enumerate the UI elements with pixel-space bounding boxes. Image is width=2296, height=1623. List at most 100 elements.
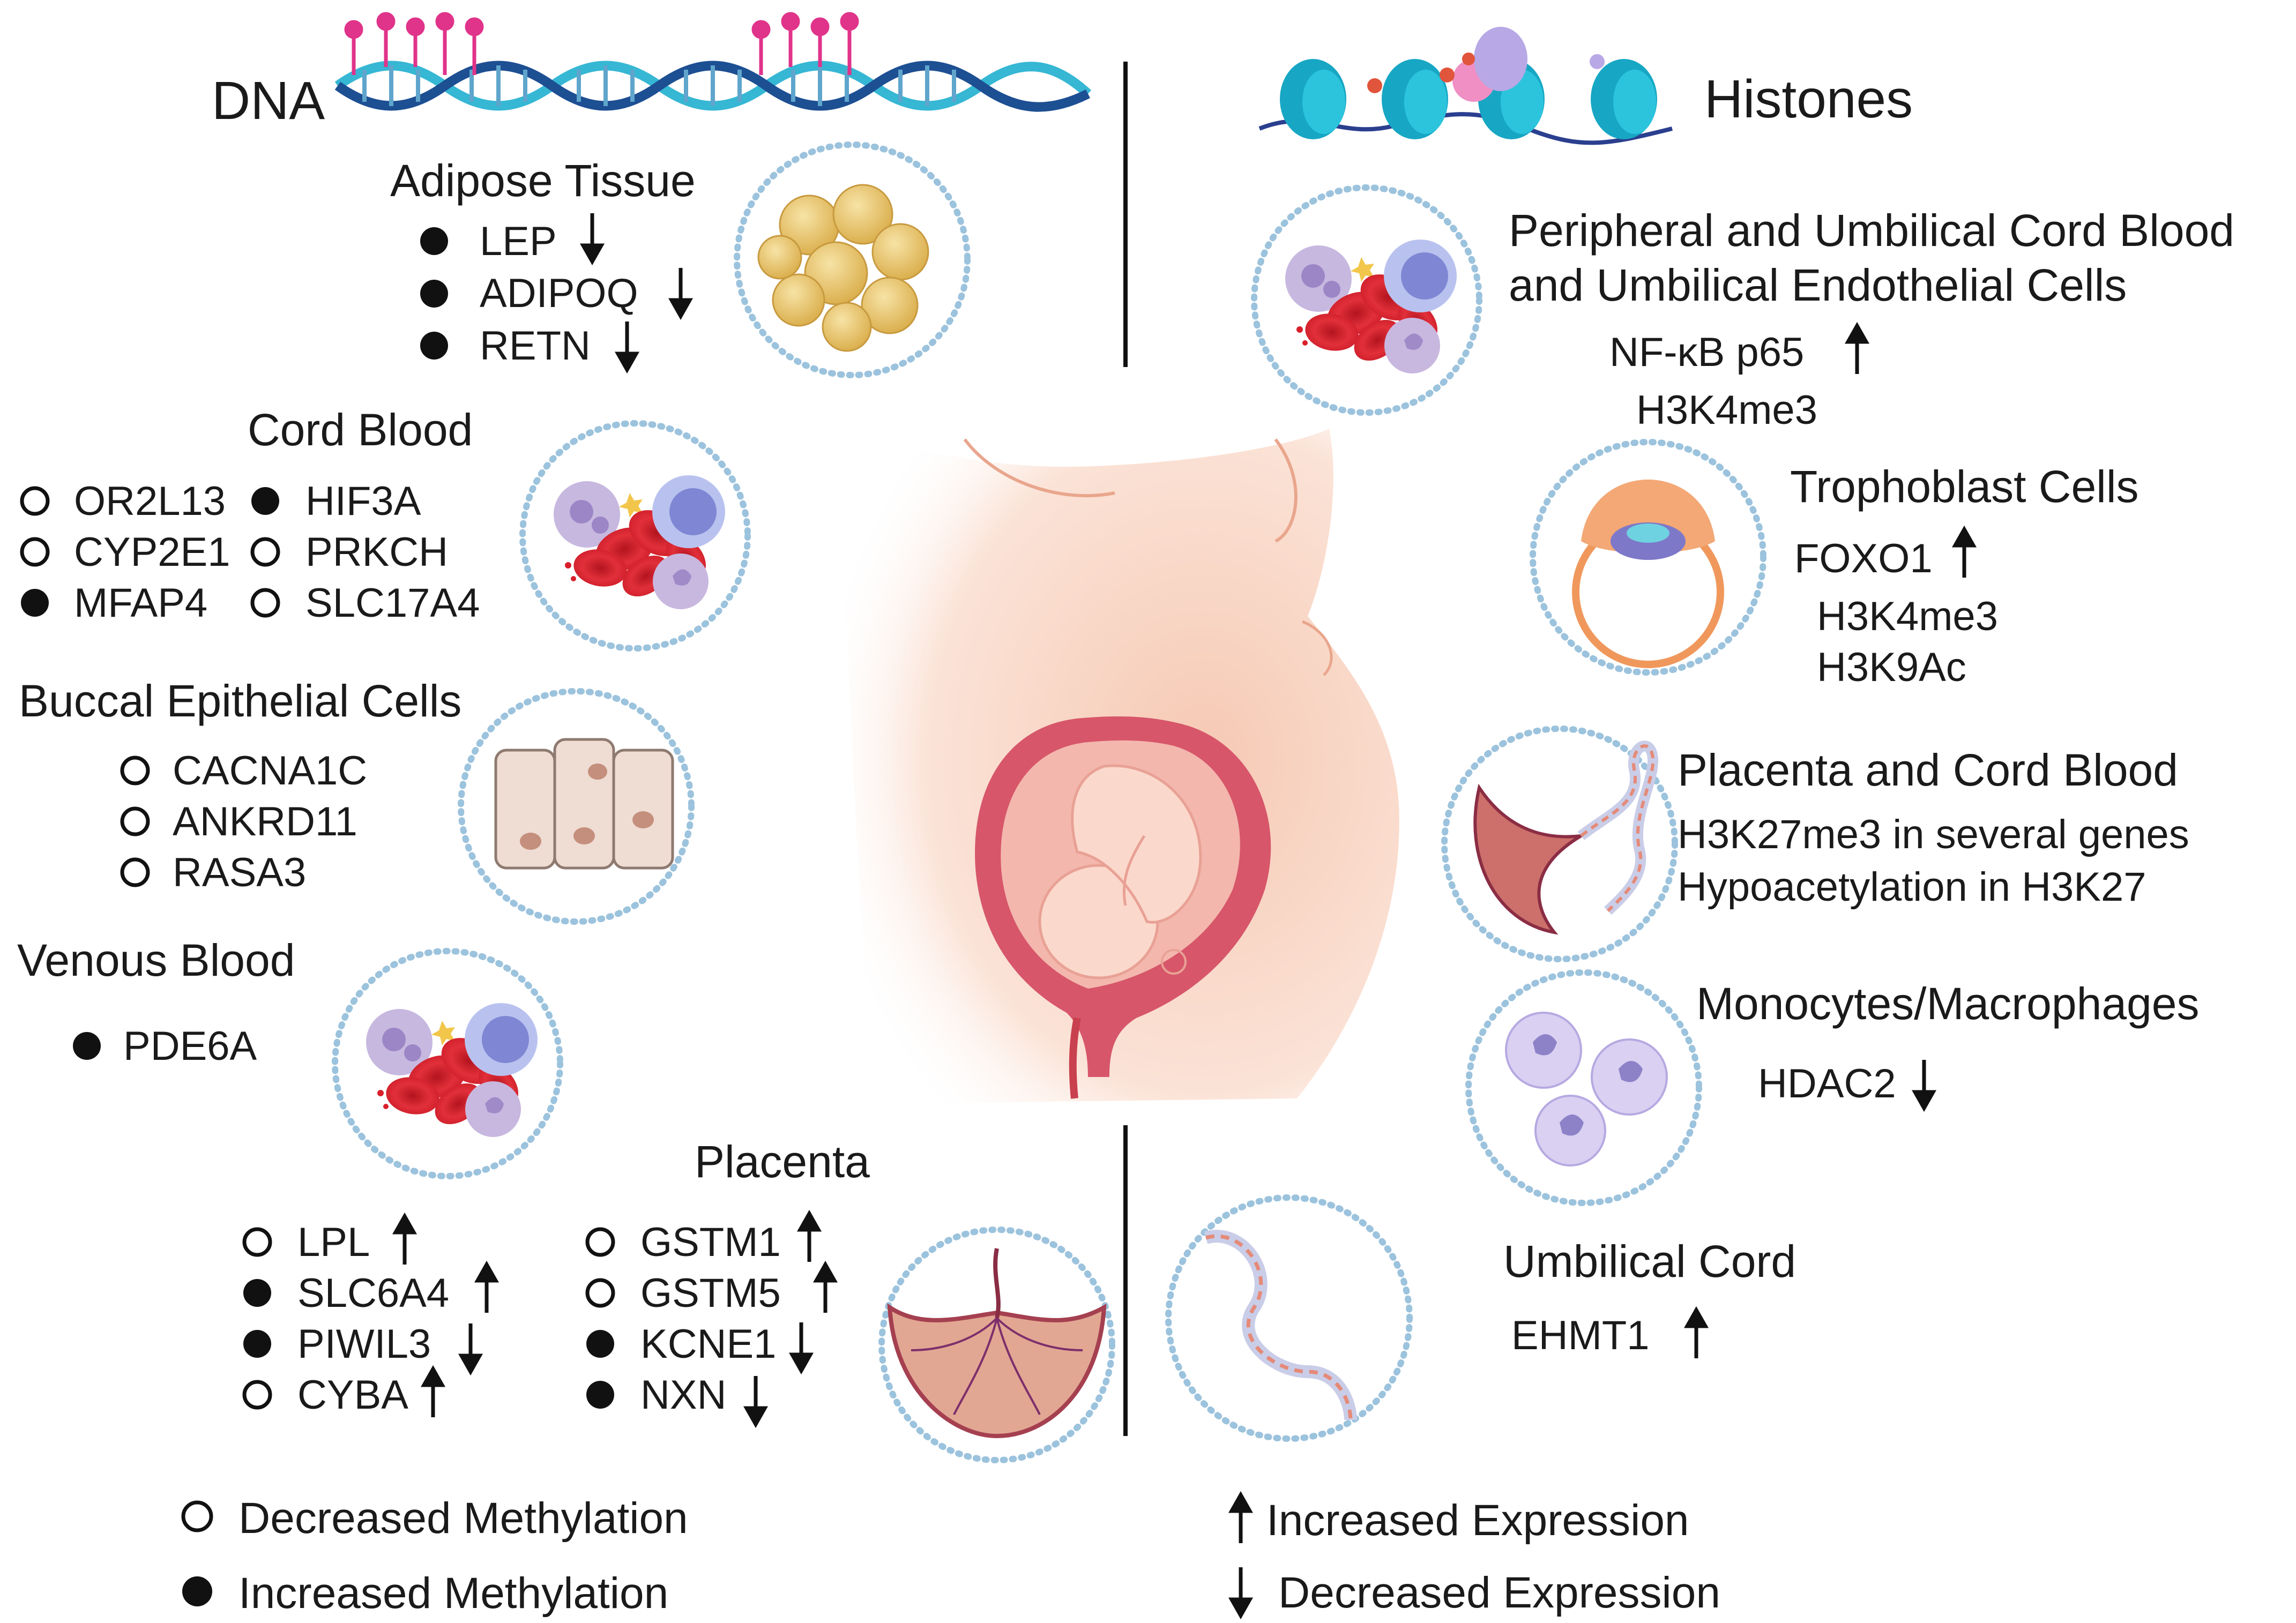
legend-increased-methylation: Increased Methylation xyxy=(238,1569,669,1618)
down-arrow-icon xyxy=(743,1376,769,1428)
down-arrow-icon xyxy=(788,1322,814,1375)
gene-label: ANKRD11 xyxy=(173,799,357,844)
increased-methylation-dot xyxy=(251,487,279,515)
increased-methylation-dot xyxy=(420,227,448,255)
increased-methylation-dot xyxy=(243,1279,271,1307)
decreased-methylation-dot xyxy=(120,756,150,786)
gene-label: CYP2E1 xyxy=(74,529,230,575)
decreased-methylation-dot xyxy=(120,857,150,887)
gene-label: NXN xyxy=(640,1372,727,1418)
cord-blood-title: Cord Blood xyxy=(248,405,473,455)
gene-label: SLC6A4 xyxy=(297,1270,450,1316)
down-arrow-icon xyxy=(1911,1060,1937,1112)
down-arrow-icon xyxy=(668,268,694,320)
increased-methylation-dot xyxy=(420,332,448,360)
decreased-methylation-dot xyxy=(250,537,280,567)
histone-item: FOXO1 xyxy=(1794,536,1933,581)
adipose-tissue-title: Adipose Tissue xyxy=(390,155,696,206)
cord-blood-illustration xyxy=(519,420,751,652)
histone-item: H3K4me3 xyxy=(1636,387,1817,433)
decreased-methylation-dot xyxy=(585,1227,615,1257)
decreased-methylation-dot xyxy=(585,1278,615,1308)
buccal-cells-illustration xyxy=(458,688,695,925)
down-arrow-icon xyxy=(614,321,640,374)
trophoblast-title: Trophoblast Cells xyxy=(1790,461,2139,512)
dna-helix-illustration xyxy=(334,12,1092,112)
increased-methylation-dot xyxy=(586,1381,614,1409)
up-arrow-icon xyxy=(812,1260,838,1313)
decreased-methylation-dot xyxy=(250,588,280,618)
monocytes-illustration xyxy=(1465,969,1702,1206)
histone-item: H3K27me3 in several genes xyxy=(1678,812,2189,857)
up-arrow-icon xyxy=(796,1209,822,1262)
up-arrow-icon xyxy=(420,1365,446,1417)
gene-label: LPL xyxy=(297,1220,370,1265)
gene-label: OR2L13 xyxy=(74,478,226,524)
increased-methylation-dot xyxy=(243,1330,271,1358)
placenta-illustration xyxy=(878,1226,1115,1463)
monocytes-macrophages-title: Monocytes/Macrophages xyxy=(1696,978,2200,1029)
gene-label: MFAP4 xyxy=(74,580,208,626)
gene-label: PRKCH xyxy=(305,529,449,575)
histone-item: NF-κB p65 xyxy=(1609,330,1805,375)
up-arrow-icon xyxy=(392,1212,418,1265)
gene-label: PDE6A xyxy=(123,1023,257,1069)
buccal-epithelial-title: Buccal Epithelial Cells xyxy=(19,676,462,726)
histone-item: H3K9Ac xyxy=(1817,645,1966,690)
gene-label: HIF3A xyxy=(305,478,421,524)
gene-label: GSTM5 xyxy=(640,1270,781,1316)
legend-increased-methylation-dot xyxy=(182,1576,212,1606)
decreased-methylation-dot xyxy=(20,486,50,516)
decreased-methylation-dot xyxy=(120,806,150,836)
decreased-methylation-dot xyxy=(20,537,50,567)
down-arrow-icon xyxy=(458,1323,483,1376)
legend-up-arrow-icon xyxy=(1228,1491,1254,1543)
placenta-cord-blood-title: Placenta and Cord Blood xyxy=(1678,745,2178,795)
increased-methylation-dot xyxy=(420,280,448,308)
legend-increased-expression: Increased Expression xyxy=(1266,1496,1689,1545)
increased-methylation-dot xyxy=(73,1032,101,1060)
dna-title: DNA xyxy=(212,71,325,131)
decreased-methylation-dot xyxy=(242,1227,272,1257)
nucleosome-illustration xyxy=(1258,27,1673,145)
venous-blood-illustration xyxy=(332,948,563,1179)
umbilical-cord-title: Umbilical Cord xyxy=(1503,1236,1796,1287)
gene-label: CYBA xyxy=(297,1372,408,1418)
histone-item: H3K4me3 xyxy=(1817,594,1998,639)
legend-down-arrow-icon xyxy=(1228,1567,1254,1620)
placenta-cord-illustration xyxy=(1441,726,1678,962)
legend-decreased-methylation-dot xyxy=(181,1500,213,1532)
placenta-title: Placenta xyxy=(695,1136,870,1187)
peripheral-blood-title-line2: and Umbilical Endothelial Cells xyxy=(1509,260,2127,310)
gene-label: PIWIL3 xyxy=(297,1321,431,1367)
legend-decreased-methylation: Decreased Methylation xyxy=(238,1494,688,1543)
down-arrow-icon xyxy=(579,213,605,266)
increased-methylation-dot xyxy=(21,589,49,617)
gene-label: RETN xyxy=(480,323,591,369)
adipose-tissue-illustration xyxy=(734,141,971,378)
decreased-methylation-dot xyxy=(242,1380,272,1410)
histones-title: Histones xyxy=(1704,69,1913,129)
gene-label: CACNA1C xyxy=(173,748,368,794)
legend-decreased-expression: Decreased Expression xyxy=(1278,1568,1720,1617)
histone-item: EHMT1 xyxy=(1511,1313,1650,1358)
gene-label: ADIPOQ xyxy=(480,271,638,316)
gene-label: KCNE1 xyxy=(640,1321,777,1367)
up-arrow-icon xyxy=(1951,525,1977,578)
venous-blood-title: Venous Blood xyxy=(17,935,295,985)
gene-label: LEP xyxy=(480,219,557,264)
up-arrow-icon xyxy=(1844,321,1870,374)
peripheral-blood-title: Peripheral and Umbilical Cord Blood xyxy=(1509,205,2235,256)
increased-methylation-dot xyxy=(586,1330,614,1358)
gene-label: SLC17A4 xyxy=(305,580,480,626)
umbilical-cord-illustration xyxy=(1165,1194,1413,1442)
gene-label: RASA3 xyxy=(173,850,307,895)
histone-item: Hypoacetylation in H3K27 xyxy=(1678,864,2146,910)
up-arrow-icon xyxy=(1683,1306,1709,1358)
histone-item: HDAC2 xyxy=(1758,1061,1896,1106)
trophoblast-illustration xyxy=(1530,439,1766,676)
gene-label: GSTM1 xyxy=(640,1220,781,1265)
methylation-and-expression-marks xyxy=(20,227,615,1606)
